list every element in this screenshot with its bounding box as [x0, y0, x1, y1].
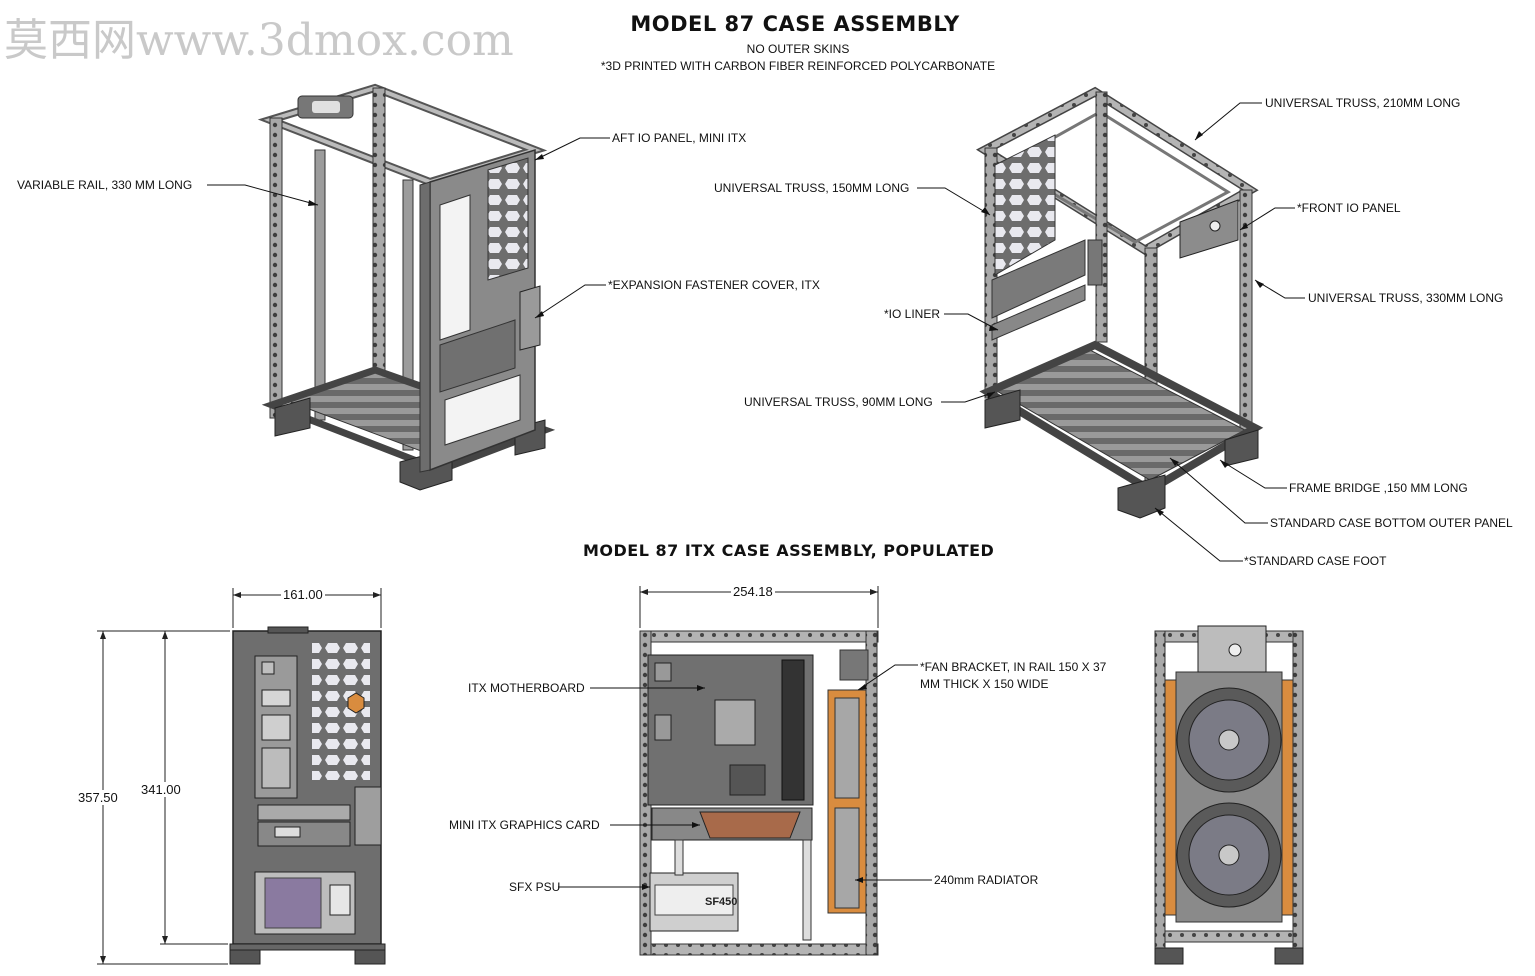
label-truss-330: UNIVERSAL TRUSS, 330MM LONG — [1308, 291, 1504, 305]
iso-view-left — [257, 83, 556, 491]
label-sfx-psu: SFX PSU — [509, 880, 561, 894]
subtitle-material: *3D PRINTED WITH CARBON FIBER REINFORCED… — [600, 59, 996, 73]
label-front-io: *FRONT IO PANEL — [1297, 201, 1401, 215]
label-io-liner: *IO LINER — [884, 307, 941, 321]
leader-arrowheads — [308, 131, 1264, 890]
label-variable-rail: VARIABLE RAIL, 330 MM LONG — [17, 178, 193, 192]
label-radiator: 240mm RADIATOR — [934, 873, 1039, 887]
label-bottom-panel: STANDARD CASE BOTTOM OUTER PANEL — [1270, 516, 1513, 530]
label-frame-bridge: FRAME BRIDGE ,150 MM LONG — [1289, 481, 1468, 495]
watermark: 莫西网www.3dmox.com — [4, 15, 514, 66]
side-view: SF450 — [639, 630, 879, 956]
dim-side-width: 254.18 — [731, 584, 775, 599]
label-itx-motherboard: ITX MOTHERBOARD — [468, 681, 585, 695]
psu-model-label: SF450 — [705, 896, 737, 908]
label-graphics-card: MINI ITX GRAPHICS CARD — [449, 818, 600, 832]
label-aft-io-panel: AFT IO PANEL, MINI ITX — [612, 131, 747, 145]
label-expansion-cover: *EXPANSION FASTENER COVER, ITX — [608, 278, 820, 292]
label-truss-150: UNIVERSAL TRUSS, 150MM LONG — [714, 181, 910, 195]
iso-view-right — [975, 86, 1264, 519]
label-truss-90: UNIVERSAL TRUSS, 90MM LONG — [744, 395, 933, 409]
dim-back-width: 161.00 — [281, 587, 325, 602]
label-truss-210: UNIVERSAL TRUSS, 210MM LONG — [1265, 96, 1461, 110]
subtitle-no-skins: NO OUTER SKINS — [746, 42, 850, 56]
leader-lines — [207, 102, 1305, 888]
front-view — [1154, 625, 1304, 965]
dim-frame-height: 341.00 — [139, 782, 183, 797]
section-title-populated: MODEL 87 ITX CASE ASSEMBLY, POPULATED — [583, 541, 995, 560]
label-case-foot: *STANDARD CASE FOOT — [1244, 554, 1387, 568]
label-fan-bracket-line1: *FAN BRACKET, IN RAIL 150 X 37 — [920, 660, 1107, 674]
back-view — [229, 626, 386, 965]
page-title: MODEL 87 CASE ASSEMBLY — [630, 12, 960, 36]
label-fan-bracket-line2: MM THICK X 150 WIDE — [920, 677, 1049, 691]
dim-total-height: 357.50 — [76, 790, 120, 805]
dimension-arrows — [100, 589, 878, 964]
